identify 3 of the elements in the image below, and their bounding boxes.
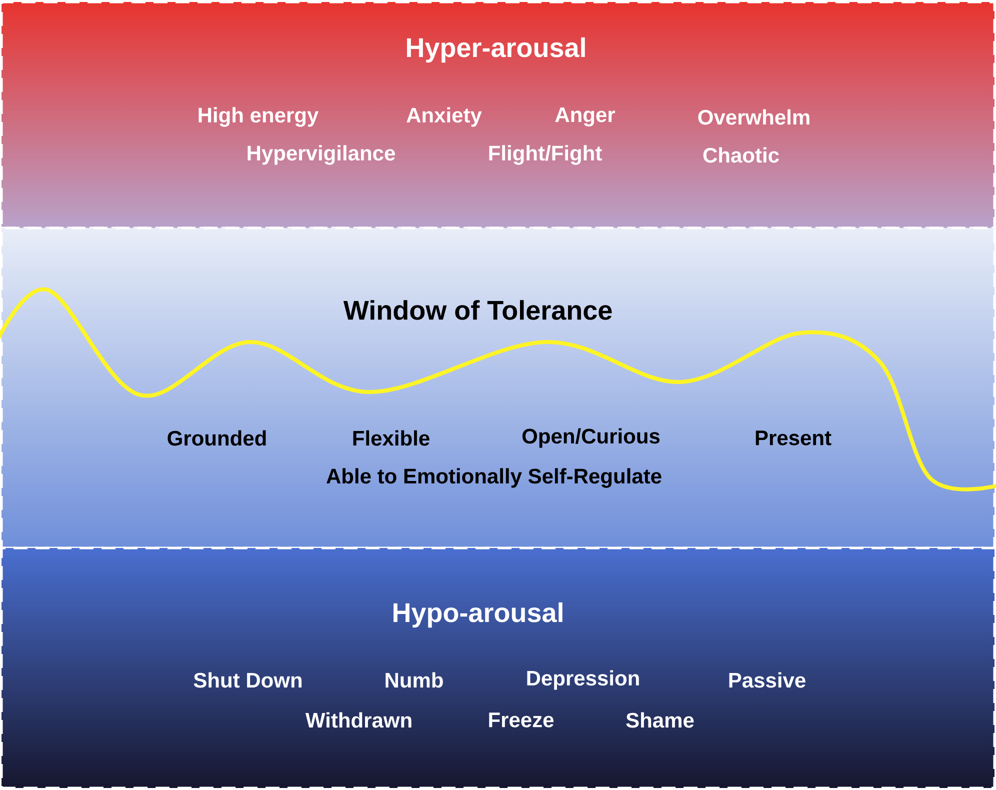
- arousal-zone: Hyper-arousal High energy Anxiety Anger Overwhelm Hypervigilance Flight/Fight Chaotic: [0, 0, 996, 230]
- arousal-zone: Window of Tolerance Grounded Flexible Open/Curious Present Able to Emotionally Self-Regulate: [0, 226, 996, 550]
- arousal-zone: Hypo-arousal Shut Down Numb Depression Passive Withdrawn Freeze Shame: [0, 546, 996, 790]
